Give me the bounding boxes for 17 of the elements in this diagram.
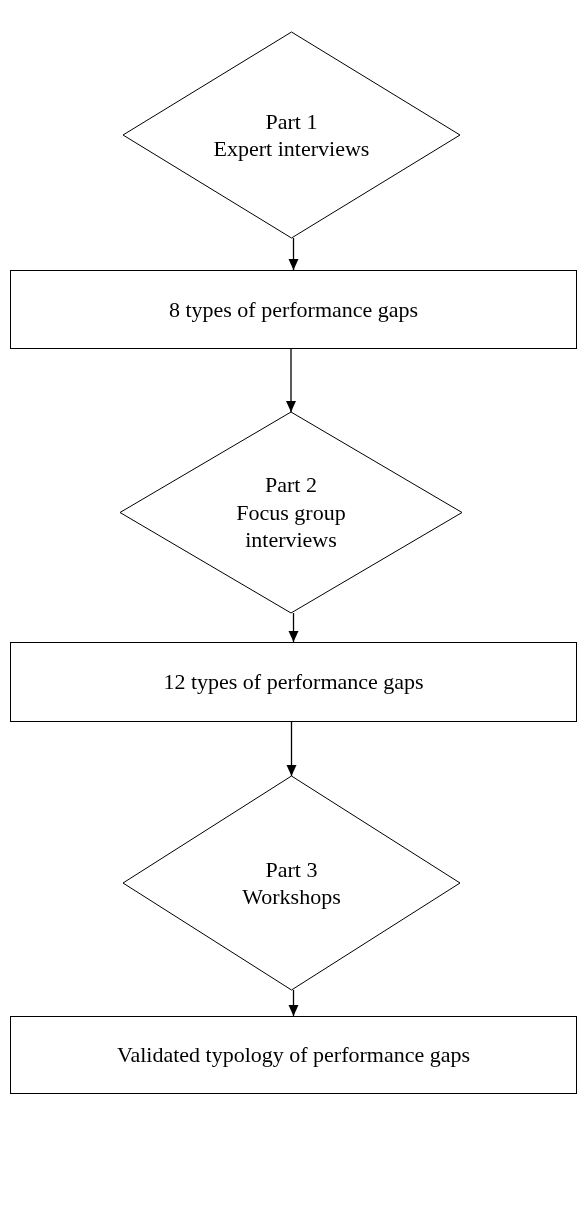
arrow	[288, 989, 299, 1017]
step-heading: Part 1	[265, 107, 318, 135]
step-heading: Part 2	[265, 471, 317, 499]
arrow	[286, 721, 297, 777]
step-label: Focus group interviews	[235, 498, 347, 554]
process-box	[10, 1016, 577, 1094]
step-label: 12 types of performance gaps	[163, 668, 424, 696]
step-heading: Part 3	[265, 855, 318, 883]
arrow	[288, 612, 299, 643]
step-label: Workshops	[242, 883, 341, 911]
arrow	[286, 348, 296, 413]
arrow	[288, 237, 299, 271]
step-label: Expert interviews	[213, 135, 370, 163]
step-label: 8 types of performance gaps	[168, 295, 419, 324]
process-box	[10, 642, 577, 722]
process-box	[10, 270, 577, 349]
step-label: Validated typology of performance gaps	[116, 1041, 471, 1069]
